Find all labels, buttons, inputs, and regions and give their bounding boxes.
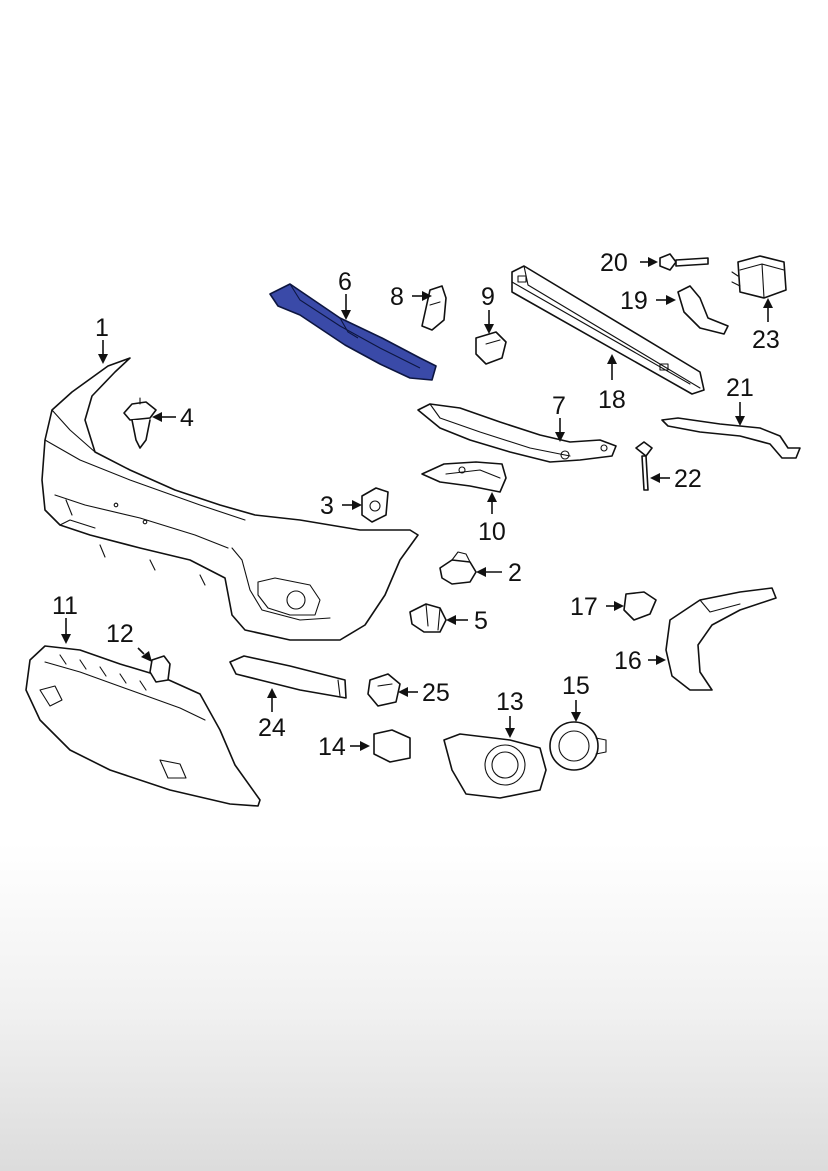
part-10-side-bracket[interactable] bbox=[421, 461, 507, 493]
callout-20: 20 bbox=[600, 249, 628, 277]
callout-10: 10 bbox=[478, 518, 506, 546]
part-2-retainer[interactable] bbox=[439, 551, 477, 585]
callout-9: 9 bbox=[481, 283, 495, 311]
callout-8: 8 bbox=[390, 283, 404, 311]
part-3-clip[interactable] bbox=[361, 487, 389, 523]
callout-16: 16 bbox=[614, 647, 642, 675]
part-24-molding-strip[interactable] bbox=[229, 655, 347, 699]
callout-21: 21 bbox=[726, 374, 754, 402]
leader-lines bbox=[61, 257, 773, 751]
part-8-bracket[interactable] bbox=[421, 285, 447, 331]
part-17-retainer[interactable] bbox=[623, 591, 657, 621]
callout-1: 1 bbox=[95, 314, 109, 342]
part-15-fog-lamp[interactable] bbox=[549, 721, 607, 771]
callout-22: 22 bbox=[674, 465, 702, 493]
callout-12: 12 bbox=[106, 620, 134, 648]
callout-labels: 1 2 3 4 5 6 7 8 9 10 11 12 13 14 15 16 1… bbox=[52, 249, 780, 761]
callout-4: 4 bbox=[180, 404, 194, 432]
callout-17: 17 bbox=[570, 593, 598, 621]
part-25-clip[interactable] bbox=[367, 673, 401, 707]
part-21-support[interactable] bbox=[661, 417, 801, 459]
callout-14: 14 bbox=[318, 733, 346, 761]
part-16-side-extension[interactable] bbox=[665, 587, 777, 691]
part-1-bumper-cover[interactable] bbox=[41, 357, 419, 641]
part-12-clip[interactable] bbox=[149, 655, 171, 683]
part-11-lower-valance[interactable] bbox=[25, 645, 261, 807]
part-20-bolt[interactable] bbox=[659, 253, 709, 271]
callout-6: 6 bbox=[338, 268, 352, 296]
part-4-push-pin[interactable] bbox=[123, 397, 157, 449]
callout-15: 15 bbox=[562, 672, 590, 700]
part-9-retainer[interactable] bbox=[475, 331, 507, 365]
callout-18: 18 bbox=[598, 386, 626, 414]
callout-19: 19 bbox=[620, 287, 648, 315]
part-18-impact-bar[interactable] bbox=[511, 265, 705, 395]
part-14-clip[interactable] bbox=[373, 729, 411, 763]
callout-24: 24 bbox=[258, 714, 286, 742]
callout-11: 11 bbox=[52, 592, 78, 620]
callout-7: 7 bbox=[552, 392, 566, 420]
part-22-pin[interactable] bbox=[635, 441, 653, 491]
part-23-mounting-bracket[interactable] bbox=[731, 255, 787, 299]
callout-2: 2 bbox=[508, 559, 522, 587]
callout-25: 25 bbox=[422, 679, 450, 707]
callout-5: 5 bbox=[474, 607, 488, 635]
callout-13: 13 bbox=[496, 688, 524, 716]
callout-3: 3 bbox=[320, 492, 334, 520]
part-7-support-bracket[interactable] bbox=[417, 403, 617, 463]
part-5-bracket-clip[interactable] bbox=[409, 603, 447, 633]
callout-23: 23 bbox=[752, 326, 780, 354]
part-19-bracket[interactable] bbox=[677, 285, 729, 335]
part-13-fog-lamp-bezel[interactable] bbox=[443, 733, 547, 799]
part-6-upper-reinforcement[interactable] bbox=[269, 283, 437, 381]
